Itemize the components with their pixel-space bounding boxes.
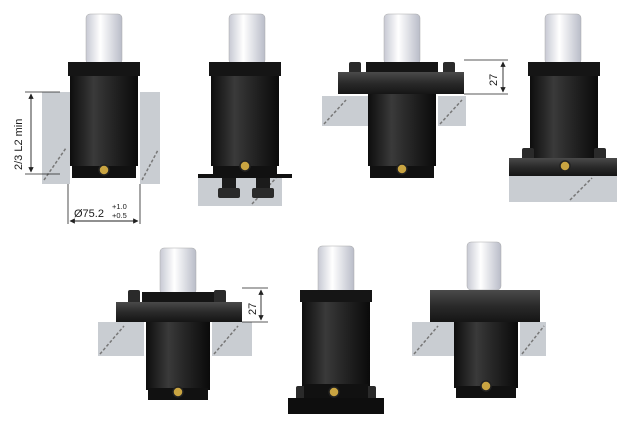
piston-rod	[85, 13, 123, 65]
variant-1-bore-mounted: 2/3 L2 min Ø75.2 +1.0 +0.5	[13, 13, 160, 224]
port-screw-icon	[480, 380, 492, 392]
mounting-plate	[42, 92, 70, 184]
cylinder-body	[368, 94, 436, 166]
variant-2-bottom-screwed	[198, 13, 292, 206]
port-screw-icon	[98, 164, 110, 176]
port-screw-icon	[559, 160, 571, 172]
dimension-insertion-depth: 2/3 L2 min	[13, 119, 25, 170]
piston-rod	[317, 245, 355, 295]
variant-7-collar-flange	[412, 241, 546, 398]
cylinder-body	[211, 76, 279, 166]
port-screw-icon	[172, 386, 184, 398]
port-screw-icon	[328, 386, 340, 398]
cylinder-head	[300, 290, 372, 302]
flange-screw	[214, 290, 226, 304]
cylinder-head	[209, 62, 281, 76]
top-flange	[116, 302, 242, 322]
base-plate	[288, 398, 384, 414]
piston-rod	[159, 247, 197, 295]
top-collar	[430, 290, 540, 322]
cylinder-head	[68, 62, 140, 76]
variant-3-top-flange: 27	[322, 13, 508, 178]
piston-rod	[228, 13, 266, 65]
flange-screw	[128, 290, 140, 304]
variant-4-bottom-flange	[509, 13, 617, 202]
dimension-flange-height-a: 27	[488, 74, 500, 86]
mounting-plate	[140, 92, 160, 184]
port-screw-icon	[396, 163, 408, 175]
mounting-plate	[212, 322, 252, 356]
cylinder-head	[142, 292, 214, 302]
cylinder-body	[454, 322, 518, 388]
cylinder-bottom	[456, 386, 516, 398]
dimension-tolerance-lower: +0.5	[112, 211, 127, 220]
dimension-tolerance-upper: +1.0	[112, 202, 127, 211]
cylinder-head	[528, 62, 600, 76]
variant-5-top-flange: 27	[98, 247, 268, 400]
variant-6-base-plate	[288, 245, 384, 414]
piston-rod	[466, 241, 502, 291]
piston-rod	[544, 13, 582, 65]
cylinder-body	[70, 76, 138, 166]
mounting-plate	[509, 176, 617, 202]
port-screw-icon	[239, 160, 251, 172]
cylinder-body	[302, 302, 370, 388]
cylinder-body	[530, 76, 598, 158]
mounting-plate	[520, 322, 546, 356]
dimension-flange-height-b: 27	[247, 303, 259, 315]
mounting-plate	[98, 322, 144, 356]
cylinder-body	[146, 322, 210, 390]
piston-rod	[383, 13, 421, 65]
dimension-bore-diameter: Ø75.2	[74, 208, 104, 220]
cylinder-head	[366, 62, 438, 72]
top-flange	[338, 72, 464, 94]
mounting-plate	[412, 322, 454, 356]
